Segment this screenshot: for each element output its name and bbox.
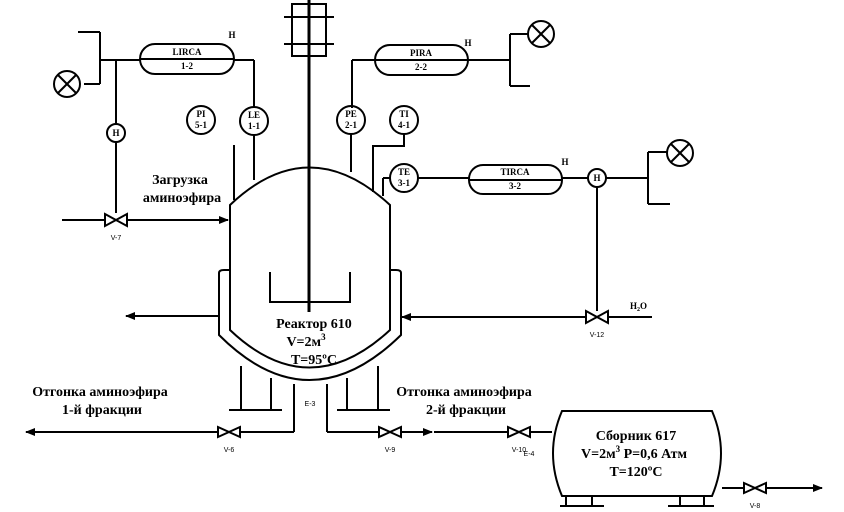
actuator-valve-top-right-icon[interactable] [527, 20, 555, 48]
valve-v6-tag: V-6 [224, 447, 235, 454]
reactor-supports [229, 366, 390, 432]
valve-v7-icon[interactable] [104, 212, 128, 228]
valve-v10-tag: V-10 [512, 447, 527, 454]
tirca-number: 3-2 [509, 181, 521, 191]
distillation-2-label-line1: Отгонка аминоэфира [396, 385, 532, 400]
svg-text:2-1: 2-1 [345, 120, 357, 130]
pira-number: 2-2 [415, 62, 427, 72]
valve-v12-tag: V-12 [590, 332, 605, 339]
svg-text:TE: TE [398, 167, 410, 177]
agitator-motor-icon [284, 0, 334, 312]
feed-label-line2: аминоэфира [143, 191, 221, 206]
te-instrument[interactable]: TE 3-1 [389, 163, 419, 193]
reactor-title: Реактор 610 [276, 317, 352, 332]
reactor-temperature: Т=95ºС [291, 353, 337, 368]
valve-v6-icon[interactable] [217, 425, 241, 439]
pira-instrument[interactable]: PIRA 2-2 [374, 44, 469, 76]
pi-instrument[interactable]: PI 5-1 [186, 105, 216, 135]
svg-text:1-1: 1-1 [248, 121, 260, 131]
distillation-1-label-line1: Отгонка аминоэфира [32, 385, 168, 400]
collector-volume-pressure: V=2м3 Р=0,6 Атм [581, 444, 687, 462]
svg-text:TI: TI [399, 109, 409, 119]
lirca-name: LIRCA [172, 47, 202, 57]
pira-name: PIRA [410, 48, 432, 58]
actuator-valve-left-icon[interactable] [53, 70, 81, 98]
reactor-610[interactable] [218, 166, 402, 381]
valve-v12-icon[interactable] [585, 309, 609, 325]
feed-label-line1: Загрузка [152, 173, 208, 188]
pira-h-mark: H [464, 38, 471, 48]
pira-control-loop [351, 33, 530, 108]
collector-temperature: Т=120ºС [609, 465, 662, 480]
collector-title: Сборник 617 [596, 429, 677, 444]
actuator-valve-right-icon[interactable] [666, 139, 694, 167]
le-instrument[interactable]: LE 1-1 [239, 106, 269, 136]
valve-v9-tag: V-9 [385, 447, 396, 454]
lirca-instrument[interactable]: LIRCA 1-2 [139, 43, 235, 75]
svg-text:H: H [112, 128, 119, 138]
h-indicator-right: H [587, 168, 607, 188]
svg-text:H: H [593, 173, 600, 183]
lirca-number: 1-2 [181, 61, 193, 71]
tirca-control-loop [418, 151, 670, 311]
tirca-h-mark: H [561, 157, 568, 167]
svg-text:4-1: 4-1 [398, 120, 410, 130]
svg-text:PI: PI [197, 109, 206, 119]
valve-v8-icon[interactable] [743, 481, 767, 495]
water-label: H2O [630, 301, 647, 313]
ti-instrument[interactable]: TI 4-1 [389, 105, 419, 135]
ti-line [372, 134, 405, 192]
valve-v7-tag: V-7 [111, 235, 122, 242]
equipment-e3-tag: E-3 [305, 401, 316, 408]
valve-v8-tag: V-8 [750, 503, 761, 510]
collector-617[interactable] [552, 410, 722, 507]
svg-text:3-1: 3-1 [398, 178, 410, 188]
h-indicator-left: H [106, 123, 126, 143]
distillation-1-label-line2: 1-й фракции [62, 403, 142, 418]
lirca-h-mark: H [228, 30, 235, 40]
reactor-volume: V=2м3 [286, 332, 326, 350]
svg-text:LE: LE [248, 110, 260, 120]
svg-text:PE: PE [345, 109, 357, 119]
tirca-instrument[interactable]: TIRCA 3-2 [468, 164, 563, 195]
tirca-name: TIRCA [500, 167, 530, 177]
svg-text:5-1: 5-1 [195, 120, 207, 130]
valve-v9-icon[interactable] [378, 425, 402, 439]
equipment-e4-tag: E-4 [524, 451, 535, 458]
pe-instrument[interactable]: PE 2-1 [336, 105, 366, 135]
valve-v10-icon[interactable] [507, 425, 531, 439]
lirca-control-loop [78, 31, 255, 213]
distillation-2-label-line2: 2-й фракции [426, 403, 506, 418]
